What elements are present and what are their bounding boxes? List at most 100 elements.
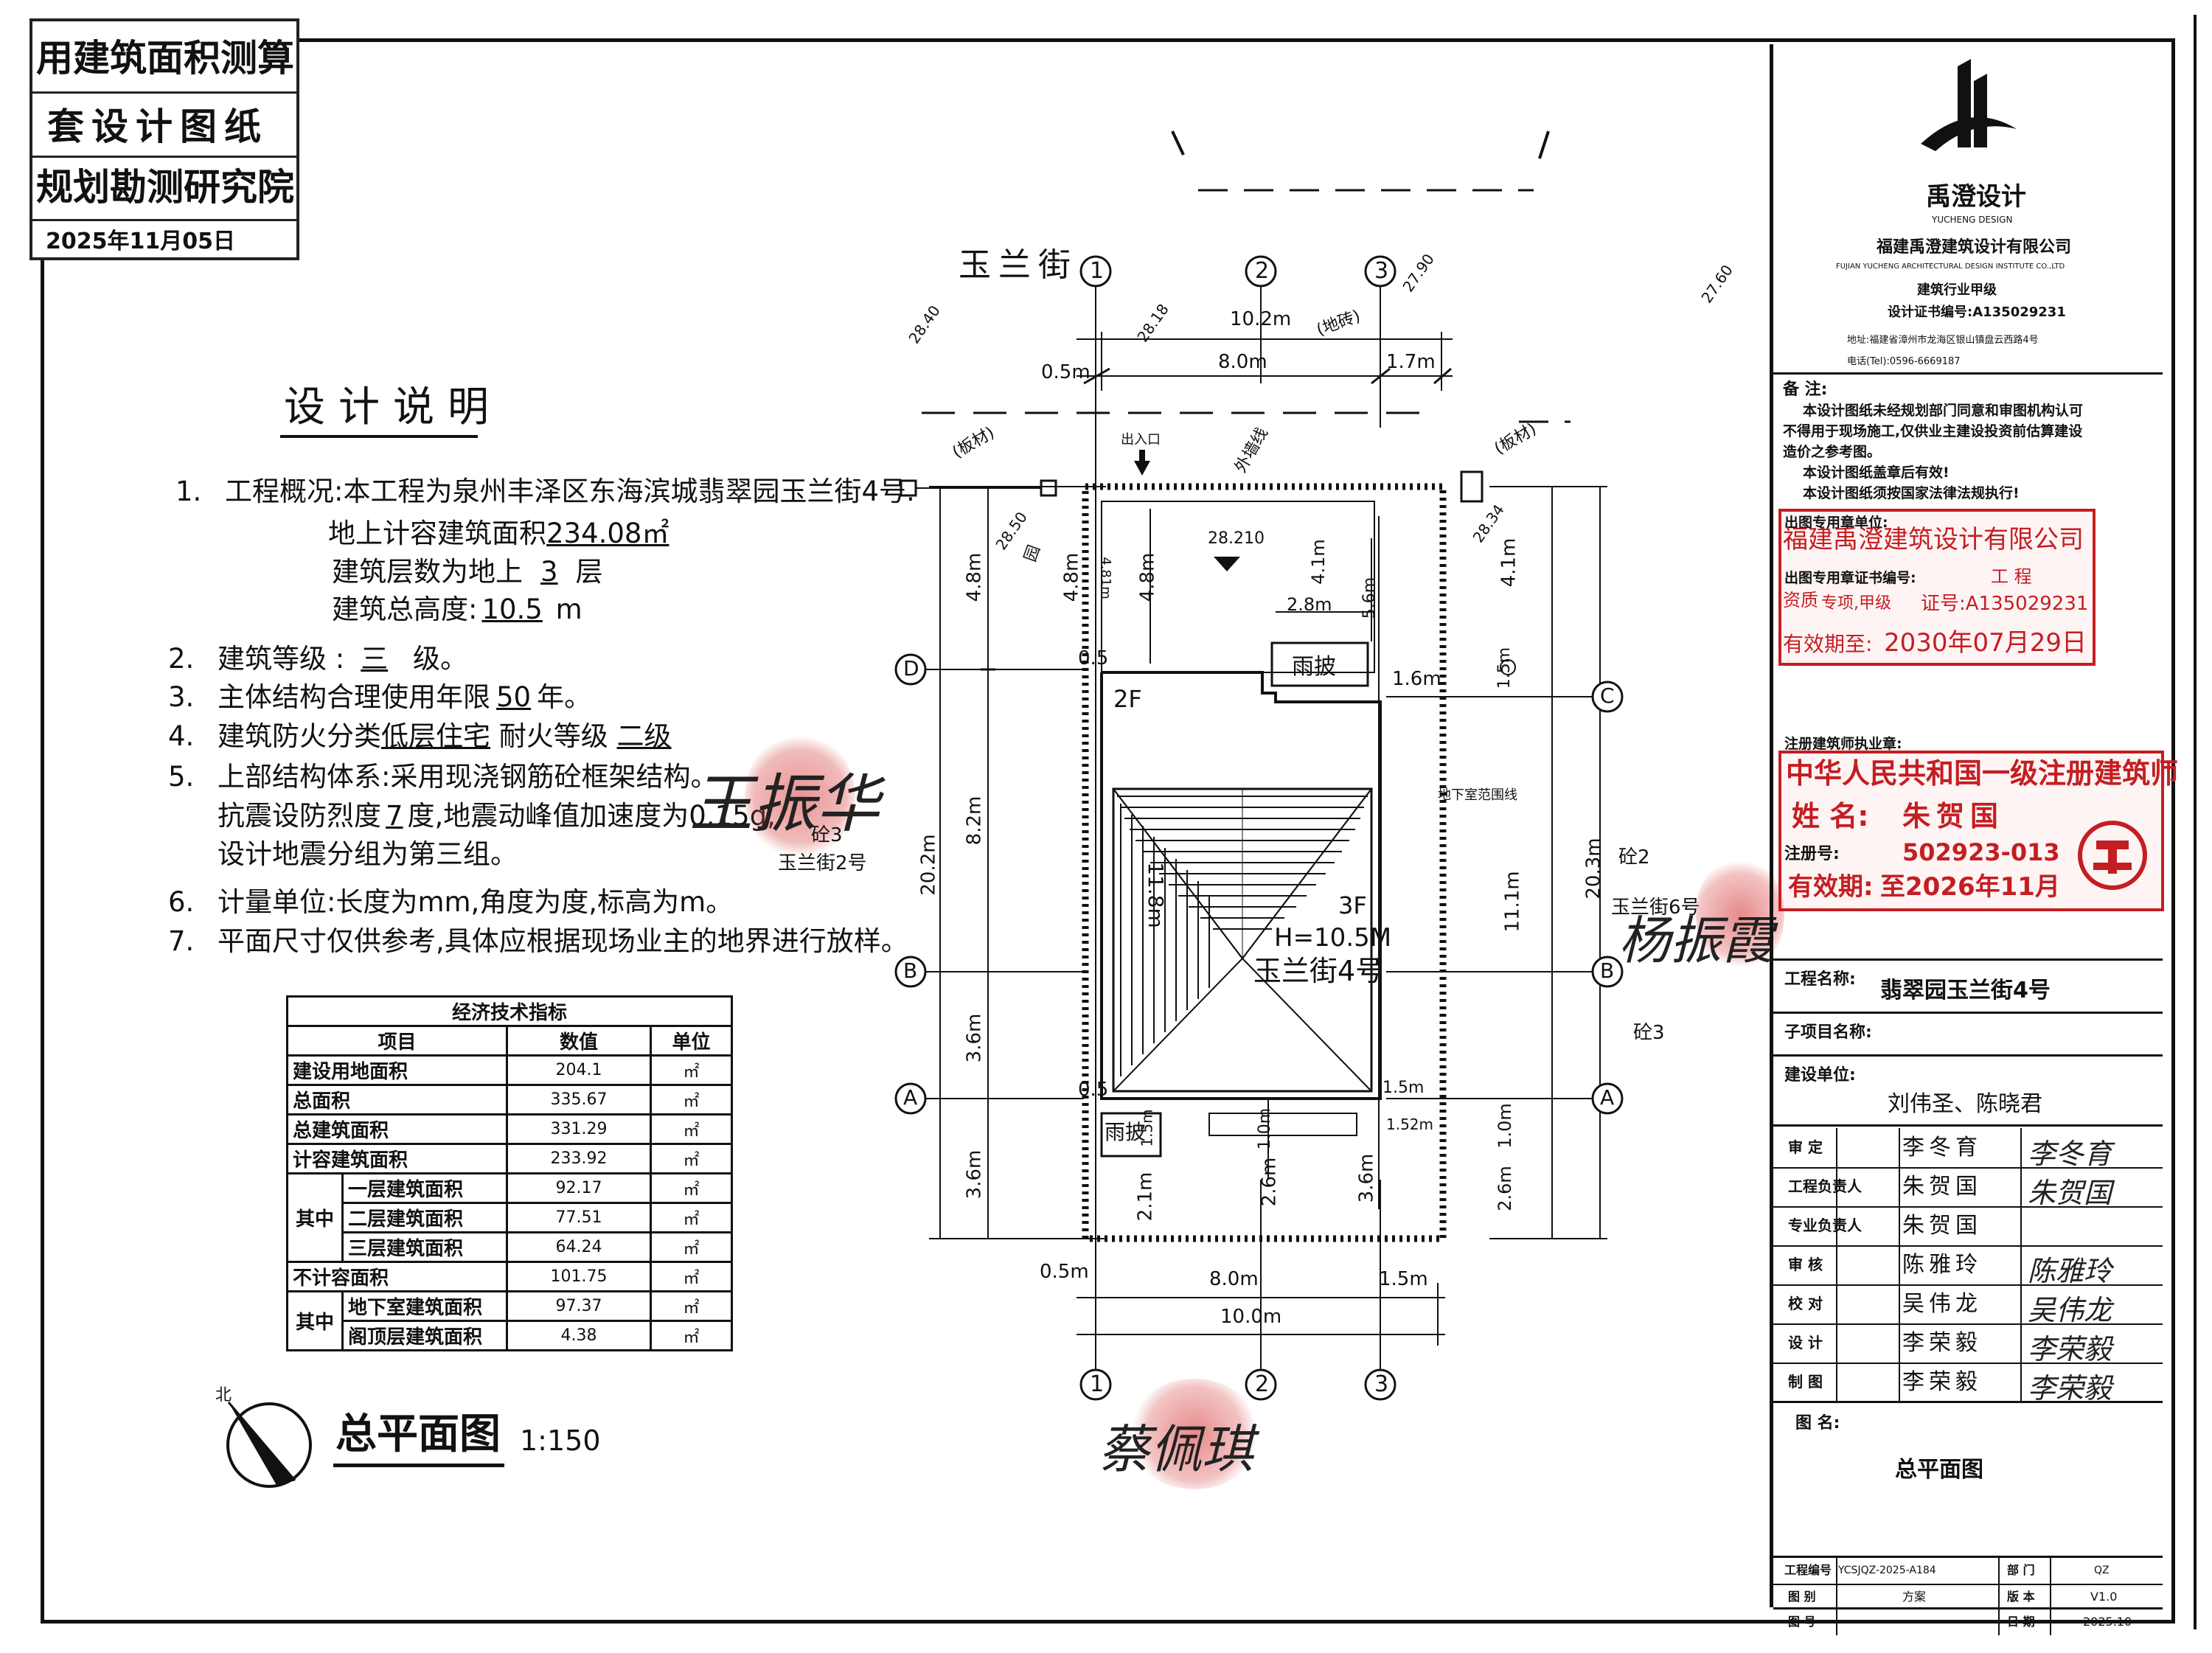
corner-stamp-date: 2025年11月05日 — [46, 229, 235, 254]
axis-label: 1 — [1090, 258, 1105, 284]
grade-label: 建筑等级 — [218, 643, 327, 675]
dim-label: 2.6m — [1258, 1157, 1281, 1207]
divider — [2020, 1128, 2022, 1402]
divider — [32, 91, 296, 94]
seismic-label: 抗震设防烈度 — [218, 800, 381, 832]
divider — [1773, 1556, 2163, 1558]
logo-cn: 禹澄设计 — [1926, 182, 2026, 212]
area-value: 234.08㎡ — [546, 518, 669, 549]
role-signature: 李冬育 — [2028, 1138, 2112, 1170]
notes-item2: 建筑等级 :三 级。 — [218, 645, 467, 672]
notes-num: 3. — [168, 681, 195, 713]
notes-title-underline — [280, 435, 478, 438]
seal-unit-label: 出图专用章单位: — [1784, 515, 1888, 531]
dim-label: 2.8m — [1287, 594, 1332, 615]
notes-item4: 建筑防火分类低层住宅 耐火等级 二级 — [218, 723, 672, 750]
dim-label: 3.6m — [1355, 1153, 1378, 1203]
seal-cert-value: 证号:A135029231 — [1921, 593, 2089, 615]
signature-bottom: 蔡佩琪 — [1099, 1419, 1253, 1480]
arch-no-label: 注册号: — [1784, 845, 1840, 863]
axis-label: 2 — [1255, 1371, 1270, 1397]
dim-label: 8.0m — [1209, 1268, 1259, 1290]
dim-label: 4.8m — [1136, 552, 1159, 602]
corner-stamp-line3: 规划勘测研究院 — [36, 166, 294, 209]
seal-grade-label: 资质 — [1783, 590, 1818, 610]
neighbor-seal-left — [745, 734, 855, 859]
address: 地址:福建省漳州市龙海区银山镇盘云西路4号 — [1847, 335, 2039, 346]
econ-label: 总建筑面积 — [286, 1113, 508, 1145]
life-value: 50 — [496, 681, 532, 713]
neighbor-label: 玉兰街2号 — [778, 852, 867, 874]
axis-label: 3 — [1374, 258, 1389, 284]
dim-label: 4.8m — [1060, 552, 1083, 602]
econ-unit: ㎡ — [650, 1202, 733, 1233]
elevation-center: 28.210 — [1208, 529, 1265, 548]
econ-unit: ㎡ — [650, 1320, 733, 1351]
dim-label: 0.5m — [1041, 361, 1091, 383]
role-name: 朱贺国 — [1902, 1213, 1982, 1239]
arch-no: 502923-013 — [1902, 838, 2060, 866]
life-label: 主体结构合理使用年限 — [218, 681, 490, 713]
company-cn: 福建禹澄建筑设计有限公司 — [1877, 238, 2072, 257]
dim-label: 20.3m — [1582, 838, 1605, 899]
dim-label: 1.0m — [1494, 1103, 1515, 1149]
signature-right: 杨振霞 — [1618, 911, 1773, 971]
axis-label: D — [903, 656, 919, 681]
floors-unit: 层 — [575, 556, 603, 588]
outer-frame — [41, 38, 2175, 1624]
dim-label: 1.5m — [1382, 1079, 1425, 1097]
notes-title: 设计说明 — [284, 383, 502, 431]
econ-header: 项目 — [286, 1025, 508, 1057]
basement-label: 地下室范围线 — [1438, 787, 1517, 803]
axis-label: A — [1600, 1085, 1615, 1110]
dim-label: 11.1m — [1501, 871, 1524, 933]
street-name: 玉兰街 — [959, 246, 1078, 284]
dim-label: 0.5 — [1078, 647, 1109, 669]
axis-label: C — [1600, 683, 1615, 708]
life-unit: 年。 — [537, 681, 592, 713]
dim-label: 1.7m — [1386, 351, 1436, 373]
notes-item5-line3: 设计地震分组为第三组。 — [218, 838, 518, 870]
divider — [1773, 1054, 2163, 1057]
econ-unit: ㎡ — [650, 1143, 733, 1174]
axis-label: 2 — [1255, 258, 1270, 284]
dim-label: 1.52m — [1386, 1116, 1434, 1133]
table-row: 经济技术指标 — [286, 995, 733, 1027]
role-name: 陈雅玲 — [1902, 1252, 1982, 1278]
dim-label: 5.6m — [1360, 577, 1380, 619]
divider — [32, 156, 296, 158]
dim-label: 4.1m — [1307, 539, 1329, 585]
axis-label: A — [903, 1085, 918, 1110]
arch-name: 朱贺国 — [1902, 800, 2005, 832]
dim-label: 1.0m — [1256, 1107, 1275, 1150]
role-name: 李荣毅 — [1902, 1330, 1982, 1356]
divider — [1773, 1012, 2163, 1014]
seal-valid-value: 2030年07月29日 — [1884, 628, 2087, 658]
axis-label: 1 — [1090, 1371, 1105, 1397]
econ-unit: ㎡ — [650, 1231, 733, 1263]
fire-value: 低层住宅 — [381, 720, 490, 752]
dim-label: 1.6m — [1392, 668, 1441, 690]
econ-value: 77.51 — [506, 1202, 652, 1233]
arch-valid-label: 有效期: — [1788, 872, 1874, 902]
econ-label: 总面积 — [286, 1084, 508, 1116]
remark-line: 不得用于现场施工,仅供业主建设投资前估算建设 — [1783, 423, 2083, 439]
notes-num: 2. — [168, 643, 195, 675]
issue-seal — [1778, 509, 2096, 666]
area-label: 地上计容建筑面积 — [328, 518, 546, 549]
title-block — [1770, 44, 2168, 1607]
drawing-value: 总平面图 — [1895, 1457, 1983, 1483]
plan-scale: 1:150 — [520, 1424, 601, 1457]
canopy-label: 雨披 — [1105, 1120, 1147, 1144]
neighbor-label: 砼3 — [811, 824, 843, 846]
entrance-label: 出入口 — [1121, 432, 1161, 448]
role-label: 审 核 — [1788, 1256, 1823, 1273]
grade-unit: 级。 — [413, 643, 467, 675]
divider — [1998, 1556, 2000, 1635]
north-arrow-icon — [226, 1402, 312, 1488]
econ-value: 101.75 — [506, 1261, 652, 1292]
